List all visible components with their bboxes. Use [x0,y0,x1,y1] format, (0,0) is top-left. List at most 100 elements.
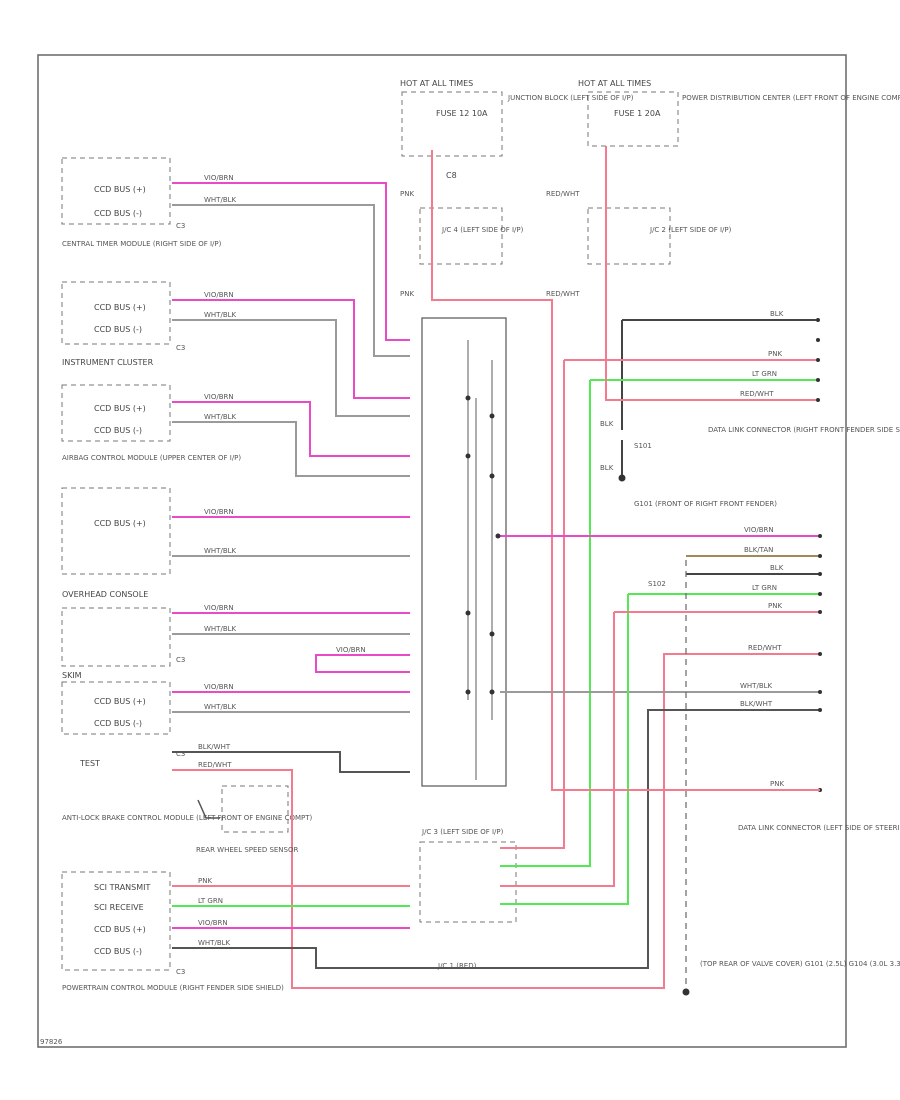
ground-note: (TOP REAR OF VALVE COVER) G101 (2.5L) G1… [700,960,900,968]
fuse-1-header: HOT AT ALL TIMES [578,79,651,88]
label-pnk-right-3: PNK [770,780,784,788]
wire-skim-loop [315,654,410,673]
pcm-name: POWERTRAIN CONTROL MODULE (RIGHT FENDER … [62,984,284,992]
jc1-splice-block [421,317,507,787]
label-pnk-pcm: PNK [198,877,212,885]
wire-acm-bus-plus [172,401,410,457]
module-pcm: SCI TRANSMIT SCI RECEIVE CCD BUS (+) CCD… [61,871,284,992]
label-blktan-right: BLK/TAN [744,546,773,554]
test-label: TEST [79,759,100,768]
wire-ic-bus-plus [172,299,410,399]
redwht-wire-label-1: RED/WHT [546,190,580,198]
module-airbag: CCD BUS (+) CCD BUS (-) AIRBAG CONTROL M… [61,384,241,462]
redwht-wire-label-2: RED/WHT [546,290,580,298]
footer-id: 97826 [40,1038,63,1046]
label-redwht-abs: RED/WHT [198,761,232,769]
fuse-1-box: HOT AT ALL TIMES FUSE 1 20A POWER DISTRI… [578,79,900,147]
ohc-name: OVERHEAD CONSOLE [62,590,148,599]
label-viobrn-4: VIO/BRN [204,508,234,516]
label-viobrn-right: VIO/BRN [744,526,774,534]
dlc-left-name: DATA LINK CONNECTOR (LEFT SIDE OF STEERI… [738,824,900,832]
label-whtblk-pcm: WHT/BLK [198,939,231,947]
pcm-pin-1: SCI TRANSMIT [94,883,150,892]
pcm-conn: C3 [176,968,185,976]
wire-ctm-bus-minus [172,204,410,357]
jc4-label: J/C 4 (LEFT SIDE OF I/P) [441,226,524,234]
ground-g101 [618,474,626,482]
jc1-internal-bus [465,340,501,780]
label-redwht-right: RED/WHT [740,390,774,398]
wire-dlc-right-redwht [605,300,818,401]
label-viobrn-1: VIO/BRN [204,174,234,182]
fuse-1-label: FUSE 1 20A [614,109,661,118]
module-instrument-cluster: CCD BUS (+) CCD BUS (-) C3 INSTRUMENT CL… [61,281,185,367]
jc3-box: J/C 3 (LEFT SIDE OF I/P) [419,828,517,923]
ctm-pin-2: CCD BUS (-) [94,209,142,218]
blk-label-2: BLK [600,464,614,472]
label-whtblk-4: WHT/BLK [204,547,237,555]
dlc-right-name: DATA LINK CONNECTOR (RIGHT FRONT FENDER … [708,426,900,434]
fuse-1-location: POWER DISTRIBUTION CENTER (LEFT FRONT OF… [682,94,900,102]
ic-pin-2: CCD BUS (-) [94,325,142,334]
ic-name: INSTRUMENT CLUSTER [62,358,154,367]
jc4-box: J/C 4 (LEFT SIDE OF I/P) [419,207,524,265]
label-ltgrn-right-2: LT GRN [752,584,777,592]
label-whtblk-6: WHT/BLK [204,703,237,711]
label-whtblk-1: WHT/BLK [204,196,237,204]
label-blkwht-right: BLK/WHT [740,700,773,708]
ic-conn: C3 [176,344,185,352]
label-viobrn-3: VIO/BRN [204,393,234,401]
wire-acm-bus-minus [172,421,410,477]
label-blk-right: BLK [770,310,784,318]
ctm-name: CENTRAL TIMER MODULE (RIGHT SIDE OF I/P) [62,240,222,248]
module-overhead-console: CCD BUS (+) OVERHEAD CONSOLE [61,487,171,599]
abs-name: ANTI-LOCK BRAKE CONTROL MODULE (LEFT FRO… [62,814,313,822]
module-central-timer: CCD BUS (+) CCD BUS (-) C3 CENTRAL TIMER… [61,157,222,248]
fuse-12-box: HOT AT ALL TIMES FUSE 12 10A JUNCTION BL… [400,79,634,157]
acm-pin-2: CCD BUS (-) [94,426,142,435]
label-viobrn-pcm: VIO/BRN [198,919,228,927]
pnk-wire-label-1: PNK [400,190,414,198]
s101-label: S101 [634,442,652,450]
fuse-12-label: FUSE 12 10A [436,109,488,118]
pcm-pin-3: CCD BUS (+) [94,925,146,934]
label-redwht-right-2: RED/WHT [748,644,782,652]
label-ltgrn-pcm: LT GRN [198,897,223,905]
ctm-pin-1: CCD BUS (+) [94,185,146,194]
fuse-12-location: JUNCTION BLOCK (LEFT SIDE OF I/P) [507,94,634,102]
wire-dlc-left-pnk [500,611,820,887]
acm-name: AIRBAG CONTROL MODULE (UPPER CENTER OF I… [62,454,241,462]
blk-label-1: BLK [600,420,614,428]
label-viobrn-5: VIO/BRN [204,604,234,612]
label-ltgrn-right: LT GRN [752,370,777,378]
wire-ic-bus-minus [172,319,410,417]
skim-name: SKIM [62,671,82,680]
jc2-box: J/C 2 (LEFT SIDE OF I/P) [587,207,732,265]
ic-pin-1: CCD BUS (+) [94,303,146,312]
module-skim: C3 SKIM [61,607,185,680]
dlc-right-pins [816,318,820,402]
connector-c8: C8 [446,171,457,180]
label-viobrn-2: VIO/BRN [204,291,234,299]
skim-conn: C3 [176,656,185,664]
module-abs: CCD BUS (+) CCD BUS (-) C3 TEST ANTI-LOC… [61,681,313,822]
wire-abs-blkwht [172,751,410,773]
rear-wheel-speed-sensor: REAR WHEEL SPEED SENSOR [196,785,299,854]
label-whtblk-3: WHT/BLK [204,413,237,421]
jc2-label: J/C 2 (LEFT SIDE OF I/P) [649,226,732,234]
ground-g104 [682,988,690,996]
wire-dlc-right-ltgrn [500,379,818,867]
ctm-conn: C3 [176,222,185,230]
s102-label: S102 [648,580,666,588]
label-pnk-right-2: PNK [768,602,782,610]
dlc-left-pins [818,534,822,792]
ohc-pin-1: CCD BUS (+) [94,519,146,528]
wire-dlc-left-ltgrn [500,593,820,905]
label-blkwht-abs: BLK/WHT [198,743,231,751]
label-whtblk-5: WHT/BLK [204,625,237,633]
label-viobrn-loop: VIO/BRN [336,646,366,654]
pcm-pin-2: SCI RECEIVE [94,903,144,912]
pcm-pin-4: CCD BUS (-) [94,947,142,956]
rwss-label: REAR WHEEL SPEED SENSOR [196,846,299,854]
